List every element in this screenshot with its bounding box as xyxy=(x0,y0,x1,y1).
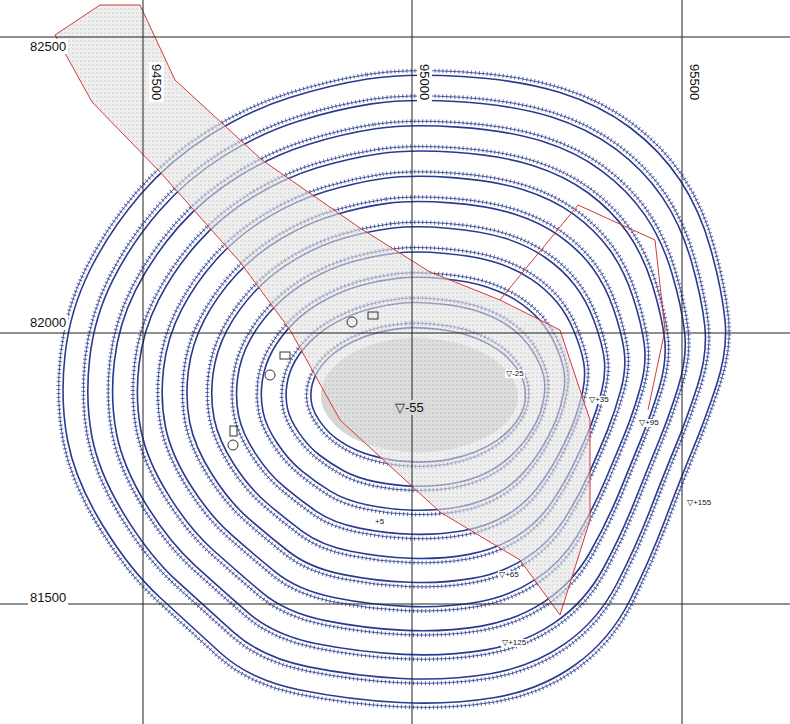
grid-coordinate: 94500 xyxy=(149,62,164,102)
elevation-label: +5 xyxy=(374,518,385,526)
grid-coordinate: 82000 xyxy=(28,315,68,330)
grid-coordinate: 95500 xyxy=(687,62,702,102)
elevation-label: ▽+125 xyxy=(501,639,527,647)
elevation-label: ▽+35 xyxy=(588,396,610,404)
elevation-label: ▽+155 xyxy=(686,499,712,507)
grid-coordinate: 81500 xyxy=(28,590,68,605)
elevation-label: ▽+65 xyxy=(498,571,520,579)
elevation-label: ▽-55 xyxy=(393,400,426,415)
pit-equipment xyxy=(228,312,378,450)
elevation-label: ▽+95 xyxy=(638,419,660,427)
ore-boundary xyxy=(500,205,665,410)
grid-coordinate: 82500 xyxy=(28,39,68,54)
elevation-label: ▽-25 xyxy=(505,370,525,378)
grid-coordinate: 95000 xyxy=(417,62,432,102)
ore-body xyxy=(55,5,590,615)
